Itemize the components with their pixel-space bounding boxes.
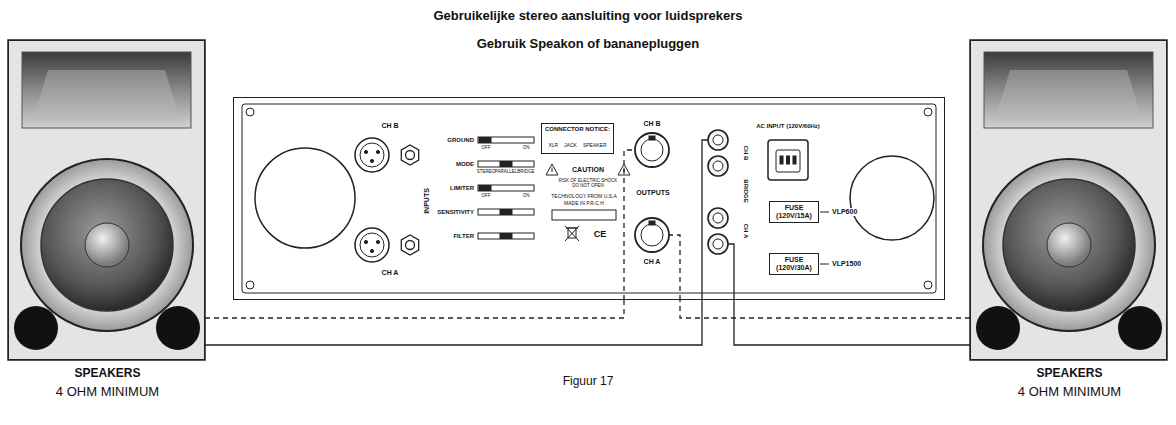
speakon-output (635, 133, 669, 252)
weee-bin-symbol (565, 226, 579, 241)
figure-title: Gebruikelijke stereo aansluiting voor lu… (433, 9, 742, 24)
serial-label (552, 210, 616, 220)
figure-caption: Figuur 17 (563, 375, 614, 389)
switch-label: MODE (456, 161, 474, 168)
channel-label: CH A (644, 258, 661, 266)
switch-option: ON (523, 145, 530, 150)
mode-label: BRIDGE (743, 179, 750, 202)
notice-column: XLR (548, 143, 558, 149)
speaker-cabinet: SPEAKERS4 OHM MINIMUM (970, 40, 1167, 360)
fuse-rating: FUSE (120V/15A) (772, 204, 816, 220)
speaker-wire (205, 300, 702, 345)
binding-post (708, 130, 728, 254)
channel-label: CH B (381, 122, 398, 130)
switch-option: BRIDGE (517, 169, 534, 174)
speaker-illustration (8, 40, 205, 360)
impedance-note: 4 OHM MINIMUM (1018, 385, 1121, 400)
power-input-label: AC INPUT (120V/60Hz) (756, 123, 820, 130)
origin-note: MADE IN P.R.C.H (564, 201, 604, 207)
speaker-heading: SPEAKERS (1036, 367, 1102, 381)
switch-option: OFF (482, 193, 491, 198)
channel-label: CH B (743, 146, 750, 161)
switch-label: SENSITIVITY (437, 209, 474, 216)
switch-label: LIMITER (450, 185, 474, 192)
notice-column: JACK (564, 143, 577, 149)
switch-option: ON (523, 193, 530, 198)
channel-label: CH A (382, 269, 399, 277)
origin-note: TECHNOLOGY FROM U.S.A (551, 194, 616, 200)
section-label: OUTPUTS (636, 189, 669, 197)
notice-heading: CONNECTOR NOTICE: (545, 126, 610, 133)
switch-option: STEREO (477, 169, 496, 174)
leader-line (820, 212, 829, 264)
warning-symbol (546, 164, 630, 175)
connector-notice-box: CONNECTOR NOTICE: XLR JACK SPEAKER (541, 123, 614, 154)
switch-option: OFF (482, 145, 491, 150)
speaker-illustration (970, 40, 1167, 360)
model-label: VLP1500 (831, 260, 862, 268)
selector-switch (478, 137, 534, 239)
switch-label: FILTER (453, 233, 474, 240)
channel-label: CH B (643, 120, 660, 128)
channel-label: CH A (743, 224, 750, 238)
jack-input (401, 145, 418, 255)
notice-column: SPEAKER (583, 143, 607, 149)
caution-label: CAUTION (572, 166, 604, 174)
warning-text: RISK OF ELECTRIC SHOCK DO NOT OPEN (558, 178, 618, 188)
section-label: INPUTS (423, 188, 431, 214)
fuse-rating: FUSE (120V/30A) (772, 256, 816, 272)
ac-inlet (768, 140, 808, 180)
speaker-cabinet: SPEAKERS4 OHM MINIMUM (8, 40, 205, 360)
speaker-heading: SPEAKERS (74, 367, 140, 381)
certification-mark: CE (594, 229, 607, 239)
speaker-wire (624, 140, 734, 300)
switch-label: GROUND (447, 137, 474, 144)
fuse-box: FUSE (120V/15A) (769, 201, 819, 223)
speaker-wire (680, 300, 970, 318)
switch-option: PARALLEL (495, 169, 517, 174)
impedance-note: 4 OHM MINIMUM (56, 385, 159, 400)
speaker-wire (205, 300, 624, 318)
speaker-wire (734, 300, 970, 345)
xlr-input (355, 138, 389, 262)
subtitle: Gebruik Speakon of bananepluggen (477, 37, 699, 52)
amplifier-rear-panel (242, 104, 936, 293)
fuse-box: FUSE (120V/30A) (769, 253, 819, 275)
model-label: VLP600 (831, 208, 858, 216)
